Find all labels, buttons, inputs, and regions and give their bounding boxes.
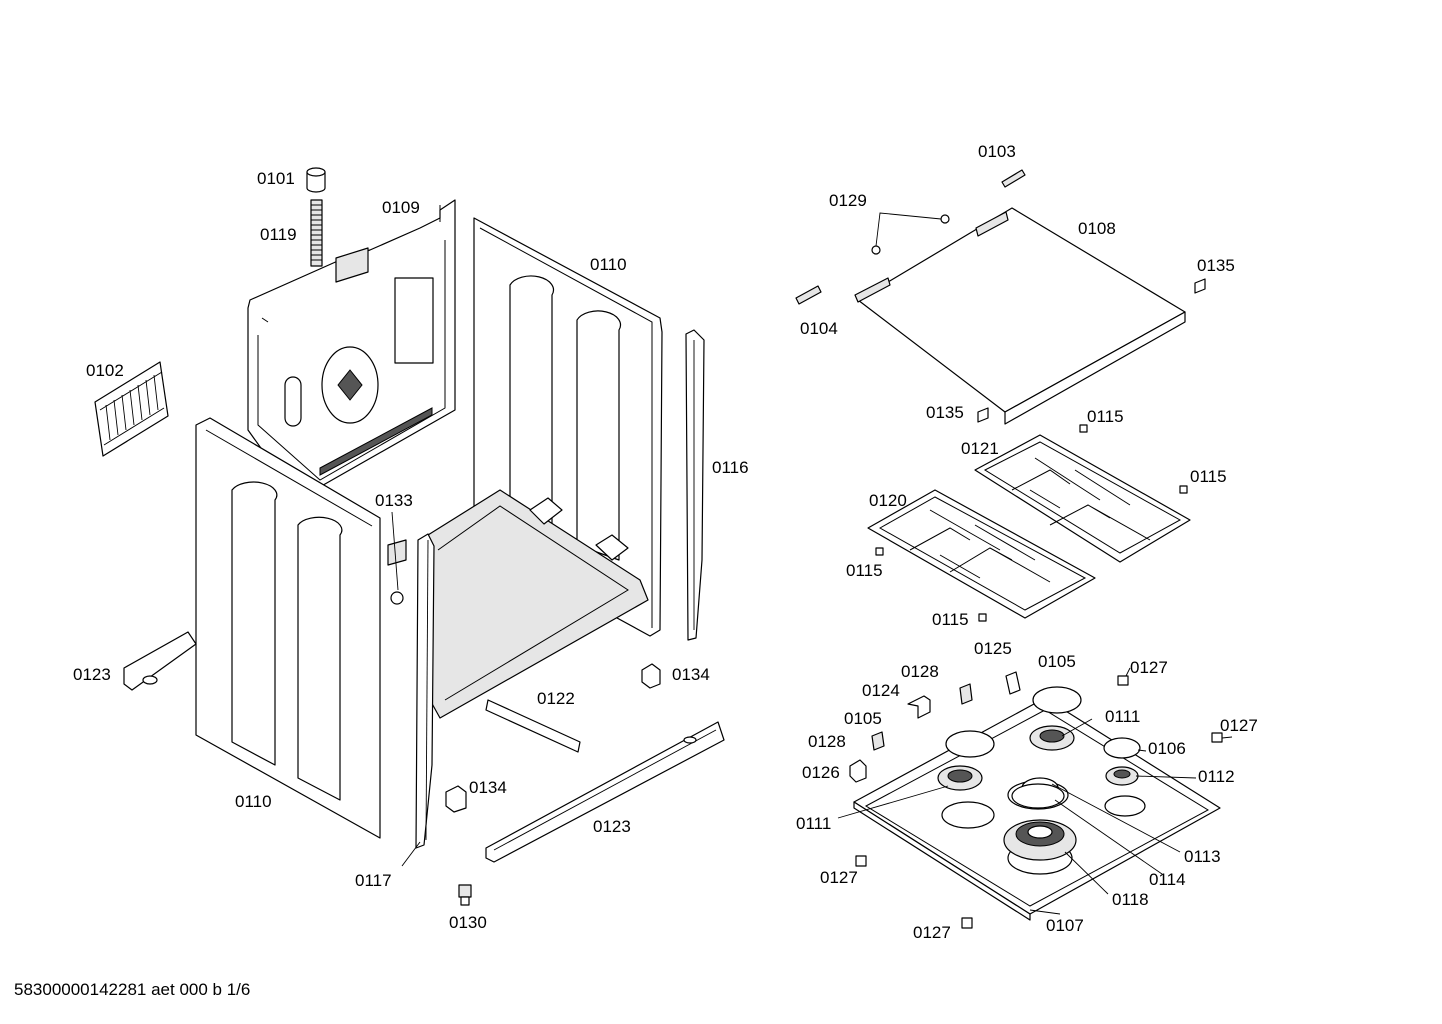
- part-0120-pan-support: [867, 489, 1096, 619]
- part-0123-rail-left: [123, 631, 197, 691]
- part-0101-cap: [306, 167, 326, 193]
- part-0109-back-panel: [247, 199, 456, 489]
- callout-0127: 0127: [1130, 658, 1168, 677]
- part-0127-clip: [855, 675, 1223, 929]
- part-0126-electrode: [849, 759, 867, 783]
- part-0128-holder-lower: [871, 731, 885, 751]
- callout-0104: 0104: [800, 319, 838, 338]
- part-0105-cap-left: [945, 730, 995, 758]
- part-0128-holder-upper: [959, 683, 973, 705]
- callout-0103: 0103: [978, 142, 1016, 161]
- part-0134-clip-upper: [641, 663, 661, 689]
- part-0135-pad-upper: [1194, 278, 1206, 294]
- callout-0133: 0133: [375, 491, 413, 510]
- callout-0123: 0123: [73, 665, 111, 684]
- callout-0105: 0105: [1038, 652, 1076, 671]
- callout-0112: 0112: [1198, 767, 1235, 786]
- callout-0129: 0129: [829, 191, 867, 210]
- callout-0127: 0127: [913, 923, 951, 942]
- part-0114-ring: [1011, 783, 1065, 809]
- callout-0118: 0118: [1112, 890, 1149, 909]
- callout-0125: 0125: [974, 639, 1012, 658]
- document-id: 58300000142281 aet 000 b 1/6: [14, 980, 251, 999]
- part-0111-burner-left: [937, 765, 983, 791]
- part-0130-screw: [458, 884, 472, 906]
- callout-0109: 0109: [382, 198, 420, 217]
- callout-0135: 0135: [926, 403, 964, 422]
- callout-0107: 0107: [1046, 916, 1084, 935]
- part-0117-front-strip: [415, 533, 435, 849]
- callout-0135: 0135: [1197, 256, 1235, 275]
- callout-0105: 0105: [844, 709, 882, 728]
- callout-0111: 0111: [796, 814, 831, 833]
- part-0125-thermocouple: [1005, 671, 1021, 695]
- part-0122-bar: [485, 699, 581, 753]
- part-0134-clip-lower: [445, 785, 467, 813]
- callout-0113: 0113: [1184, 847, 1221, 866]
- callout-0134: 0134: [672, 665, 710, 684]
- part-0135-pad-lower: [977, 407, 989, 423]
- callout-0115: 0115: [1190, 467, 1227, 486]
- part-0102-vent-grille: [94, 361, 169, 457]
- part-0133-grommet: [387, 539, 407, 605]
- callout-0130: 0130: [449, 913, 487, 932]
- part-0129-bumper: [871, 212, 950, 255]
- callout-0102: 0102: [86, 361, 124, 380]
- part-0112-burner-small: [1105, 766, 1139, 786]
- callout-0128: 0128: [901, 662, 939, 681]
- part-base-tray: [419, 489, 649, 719]
- callout-labels: 0101 0119 0109 0110 0102 0116 0133 0123 …: [73, 142, 1258, 942]
- part-0115-foot: [875, 424, 1188, 622]
- part-0121-pan-support: [974, 434, 1191, 563]
- callout-0110: 0110: [235, 792, 272, 811]
- callout-0116: 0116: [712, 458, 749, 477]
- callout-0122: 0122: [537, 689, 575, 708]
- callout-0134: 0134: [469, 778, 507, 797]
- part-0105-cap-rear: [1032, 686, 1082, 714]
- callout-0126: 0126: [802, 763, 840, 782]
- callout-0121: 0121: [961, 439, 999, 458]
- callout-0101: 0101: [257, 169, 295, 188]
- callout-0115: 0115: [1087, 407, 1124, 426]
- callout-0127: 0127: [820, 868, 858, 887]
- part-0110-left-side-panel: [195, 417, 381, 839]
- callout-0115: 0115: [932, 610, 969, 629]
- callout-0117: 0117: [355, 871, 392, 890]
- part-0104-screw: [795, 285, 822, 305]
- callout-0127: 0127: [1220, 716, 1258, 735]
- callout-0123: 0123: [593, 817, 631, 836]
- part-0124-igniter: [907, 695, 931, 719]
- callout-0111: 0111: [1105, 707, 1140, 726]
- callout-0124: 0124: [862, 681, 900, 700]
- part-0108-lid: [854, 207, 1186, 425]
- callout-0120: 0120: [869, 491, 907, 510]
- part-0118-wok-burner: [1003, 819, 1077, 861]
- callout-0115: 0115: [846, 561, 883, 580]
- callout-0114: 0114: [1149, 870, 1186, 889]
- part-0123-rail-right: [485, 721, 725, 863]
- callout-0110: 0110: [590, 255, 627, 274]
- callout-0119: 0119: [260, 225, 297, 244]
- part-0106-cap-small: [1103, 737, 1141, 759]
- part-0111-burner-rear: [1029, 725, 1075, 751]
- part-0119-spring: [310, 199, 323, 267]
- callout-0108: 0108: [1078, 219, 1116, 238]
- callout-0106: 0106: [1148, 739, 1186, 758]
- leader-lines: [391, 511, 1233, 915]
- part-0103-screw: [1001, 169, 1026, 188]
- callout-0128: 0128: [808, 732, 846, 751]
- part-0116-strip: [685, 329, 705, 641]
